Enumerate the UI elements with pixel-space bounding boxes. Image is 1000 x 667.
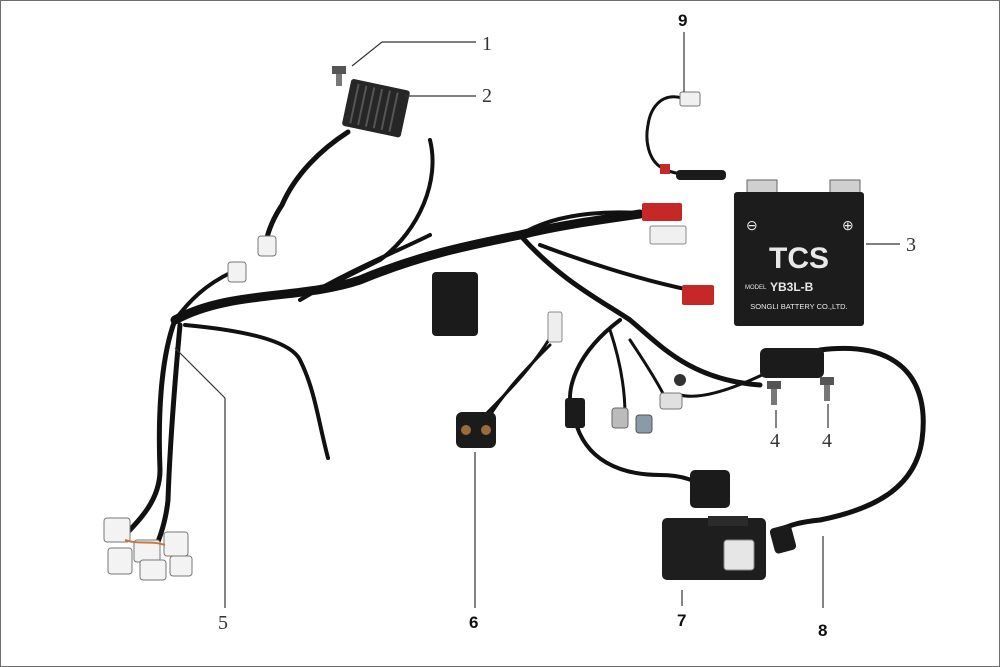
callout-7: 7 [677,611,686,630]
ignition-coil [760,346,926,554]
regulator-rectifier [257,79,410,257]
callout-8: 8 [818,621,827,640]
callout-2: 2 [482,85,492,107]
wiring-harness [117,138,764,563]
callout-4b: 4 [822,430,832,452]
svg-text:⊖: ⊖ [746,217,758,233]
cdi-unit [662,516,766,580]
callout-numbers: 1 2 3 4 4 5 6 7 8 9 [218,11,916,640]
callout-4a: 4 [770,430,780,452]
regulator-bolt [332,66,346,86]
battery-maker: SONGLI BATTERY CO.,LTD. [750,302,847,311]
battery: ⊖ ⊕ TCS MODEL YB3L-B SONGLI BATTERY CO.,… [734,179,864,326]
callout-3: 3 [906,234,916,256]
battery-model: YB3L-B [770,280,814,294]
leader-lines [174,32,900,608]
callout-9: 9 [678,11,687,30]
callout-6: 6 [469,613,478,632]
battery-model-prefix: MODEL [745,285,767,291]
coil-bolts [767,377,834,405]
battery-brand: TCS [769,242,829,275]
switch-cable [645,91,726,180]
starter-relay [456,343,552,448]
harness-connectors [103,203,730,581]
callout-1: 1 [482,33,492,55]
callout-5: 5 [218,612,228,634]
svg-text:⊕: ⊕ [842,217,854,233]
